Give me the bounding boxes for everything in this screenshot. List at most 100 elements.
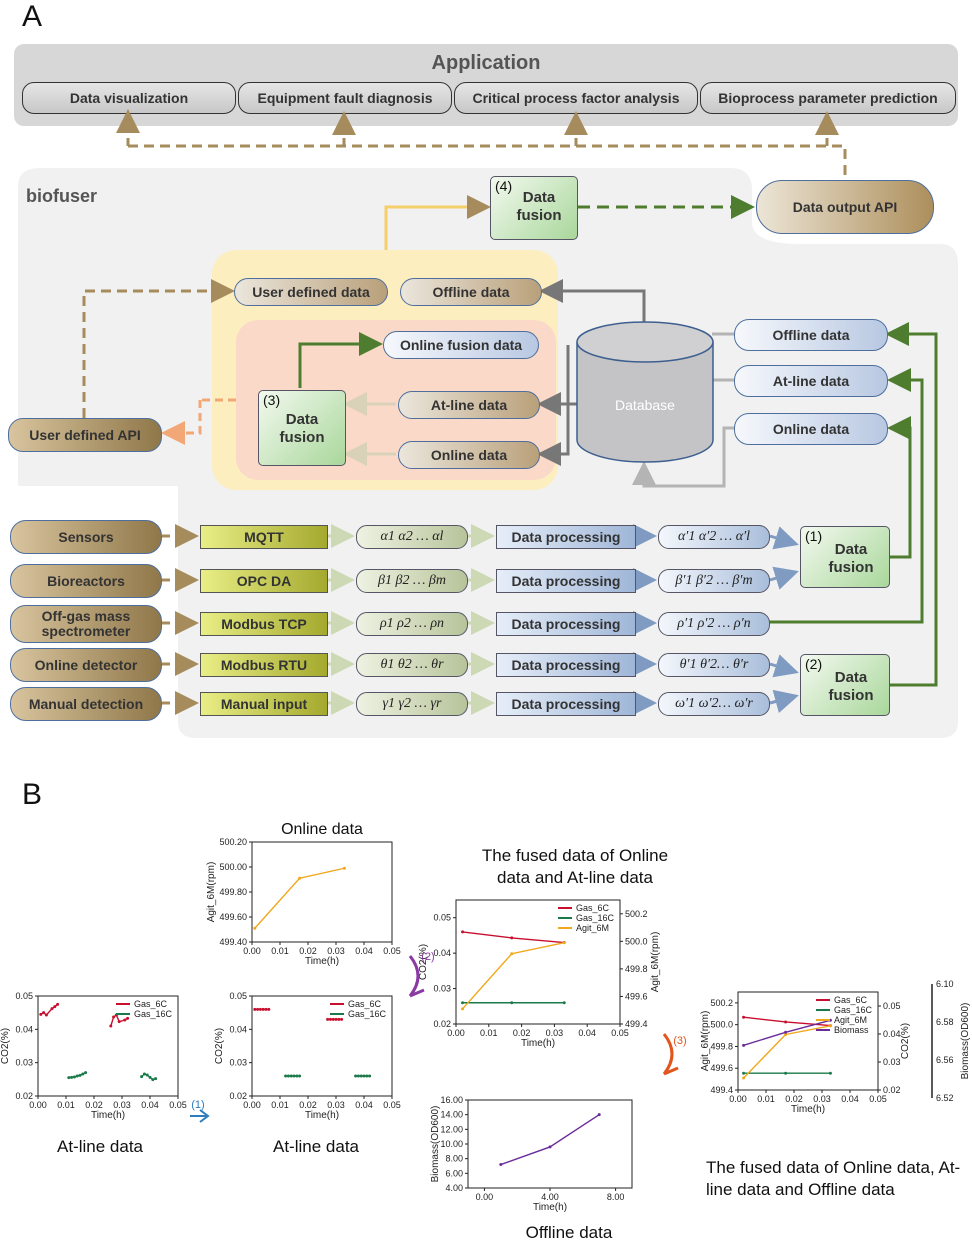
x-tick-label-atline_raw-4: 0.04: [141, 1100, 159, 1110]
x-axis-label-atline_processed: Time(h): [305, 1110, 339, 1121]
y-axis-label-fused_all: Agit_6M(rpm): [700, 1011, 711, 1072]
y-tick-label-fused_all-4: 500.2: [710, 998, 733, 1008]
x-tick-label-atline_processed-4: 0.04: [355, 1100, 373, 1110]
data-point-atline_processed-0-0-0: [253, 1007, 257, 1011]
y3-tick-label-fused_all-0: 6.10: [936, 979, 954, 989]
y-tick-label-atline_raw-1: 0.03: [15, 1058, 33, 1068]
y-tick-label-online-1: 499.60: [219, 912, 247, 922]
data-point-atline_raw-1-0-2: [72, 1075, 76, 1079]
legend-label-fused_all-3: Biomass: [834, 1025, 869, 1035]
step-label-1: (1): [191, 1099, 204, 1111]
x-tick-label-atline_raw-2: 0.02: [85, 1100, 103, 1110]
data-point-fused_online_atline-2-0-1: [510, 952, 514, 956]
y-tick-label-atline_processed-3: 0.05: [229, 991, 247, 1001]
data-point-atline_raw-0-1-3: [117, 1020, 121, 1024]
data-point-atline_raw-0-0-0: [39, 1012, 43, 1016]
y-axis-label-online: Agit_6M(rpm): [206, 862, 217, 923]
data-point-fused_all-0-0-1: [784, 1020, 788, 1024]
data-point-fused_online_atline-1-0-2: [562, 1001, 566, 1005]
data-processing-4: Data processing: [496, 692, 636, 716]
data-point-fused_online_atline-0-0-0: [461, 930, 465, 934]
y-tick-label-atline_processed-0: 0.02: [229, 1091, 247, 1101]
x-axis-label-fused_online_atline: Time(h): [521, 1038, 555, 1049]
x-tick-label-fused_all-5: 0.05: [869, 1094, 887, 1104]
data-point-fused_all-1-0-2: [828, 1071, 832, 1075]
application-title: Application: [431, 52, 541, 74]
protocol-3: Modbus RTU: [200, 653, 328, 677]
caption-fused-all: The fused data of Online data, At-line d…: [706, 1158, 961, 1199]
y-tick-label-atline_processed-1: 0.03: [229, 1058, 247, 1068]
y2-tick-label-fused_all-0: 0.02: [883, 1085, 901, 1095]
data-point-fused_all-3-0-0: [742, 1043, 746, 1047]
y-tick-label-online-3: 500.00: [219, 862, 247, 872]
y-tick-label-fused_online_atline-1: 0.03: [433, 984, 451, 994]
app-critical-process-factor: Critical process factor analysis: [454, 82, 698, 114]
legend-label-atline_processed-1: Gas_16C: [348, 1009, 387, 1019]
right-offline-data: Offline data: [734, 319, 888, 351]
x-tick-label-atline_raw-3: 0.03: [113, 1100, 131, 1110]
data-point-atline_processed-0-0-3: [261, 1007, 265, 1011]
y-axis-label-offline: Biomass(OD600): [430, 1106, 441, 1183]
raw-series-0: α1 α2 … αl: [356, 525, 468, 549]
data-fusion-4: (4) Data fusion: [490, 176, 578, 240]
biofuser-label: biofuser: [26, 186, 98, 206]
data-point-atline_raw-1-0-6: [84, 1071, 88, 1075]
data-point-atline_raw-0-1-5: [126, 1016, 130, 1020]
data-point-atline_raw-1-0-0: [67, 1076, 71, 1080]
data-point-atline_raw-0-1-4: [123, 1018, 127, 1022]
data-point-atline_processed-0-0-5: [267, 1007, 271, 1011]
step-arrow-1: [190, 1109, 210, 1123]
source-1: Bioreactors: [10, 564, 162, 598]
data-point-atline_processed-1-1-0: [354, 1074, 358, 1078]
data-point-fused_all-0-0-0: [742, 1015, 746, 1019]
y-tick-label-online-0: 499.40: [219, 937, 247, 947]
data-point-atline_processed-1-0-2: [289, 1074, 293, 1078]
data-point-atline_raw-1-1-0: [140, 1075, 144, 1079]
data-point-atline_processed-1-0-5: [298, 1074, 302, 1078]
data-point-atline_processed-1-1-3: [362, 1074, 366, 1078]
fusion-3-label: Data fusion: [279, 411, 325, 446]
data-processing-1: Data processing: [496, 569, 636, 593]
x-tick-label-fused_online_atline-0: 0.00: [447, 1028, 465, 1038]
data-point-atline_raw-0-0-1: [42, 1011, 46, 1015]
panel-b-letter: B: [22, 778, 43, 811]
legend-label-fused_online_atline-2: Agit_6M: [576, 923, 609, 933]
y3-axis-label-fused_all: Biomass(OD600): [960, 1003, 971, 1080]
data-point-online-0-0-1: [298, 876, 302, 880]
x-tick-label-atline_processed-3: 0.03: [327, 1100, 345, 1110]
x-axis-label-online: Time(h): [305, 956, 339, 967]
caption-atline-processed: At-line data: [273, 1137, 359, 1156]
x-axis-label-atline_raw: Time(h): [91, 1110, 125, 1121]
data-point-fused_all-2-0-2: [828, 1024, 832, 1028]
fusion-4-number: (4): [495, 178, 513, 194]
x-axis-label-offline: Time(h): [533, 1202, 567, 1213]
x-tick-label-atline_raw-0: 0.00: [29, 1100, 47, 1110]
chart-title-online: Online data: [281, 821, 363, 838]
data-fusion-3: (3) Data fusion: [258, 390, 346, 466]
plot-frame-online: [251, 841, 393, 943]
y2-tick-label-fused_online_atline-4: 500.2: [625, 909, 648, 919]
data-point-fused_online_atline-2-0-2: [562, 941, 566, 945]
data-point-atline_processed-1-1-2: [359, 1074, 363, 1078]
fusion-3-number: (3): [263, 392, 281, 408]
data-point-atline_raw-1-1-2: [145, 1073, 149, 1077]
x-tick-label-fused_online_atline-1: 0.01: [480, 1028, 498, 1038]
source-4: Manual detection: [10, 687, 162, 721]
fusion-1-number: (1): [805, 528, 823, 544]
y2-tick-label-fused_online_atline-3: 500.0: [625, 936, 648, 946]
data-point-offline-0-0-0: [499, 1163, 503, 1167]
data-fusion-1: (1) Data fusion: [800, 526, 890, 588]
data-point-atline_processed-1-0-1: [286, 1074, 290, 1078]
data-point-fused_all-1-0-0: [742, 1071, 746, 1075]
x-tick-label-offline-1: 4.00: [541, 1192, 559, 1202]
x-tick-label-offline-2: 8.00: [607, 1192, 625, 1202]
data-point-offline-0-0-2: [597, 1113, 601, 1117]
y-tick-label-offline-3: 10.00: [440, 1139, 463, 1149]
data-point-atline_processed-1-1-4: [365, 1074, 369, 1078]
database-cylinder: [576, 321, 714, 463]
app-equipment-fault-diagnosis: Equipment fault diagnosis: [238, 82, 452, 114]
atline-data-left: At-line data: [398, 391, 540, 419]
x-tick-label-fused_online_atline-2: 0.02: [513, 1028, 531, 1038]
raw-series-2: ρ1 ρ2 … ρn: [356, 612, 468, 636]
